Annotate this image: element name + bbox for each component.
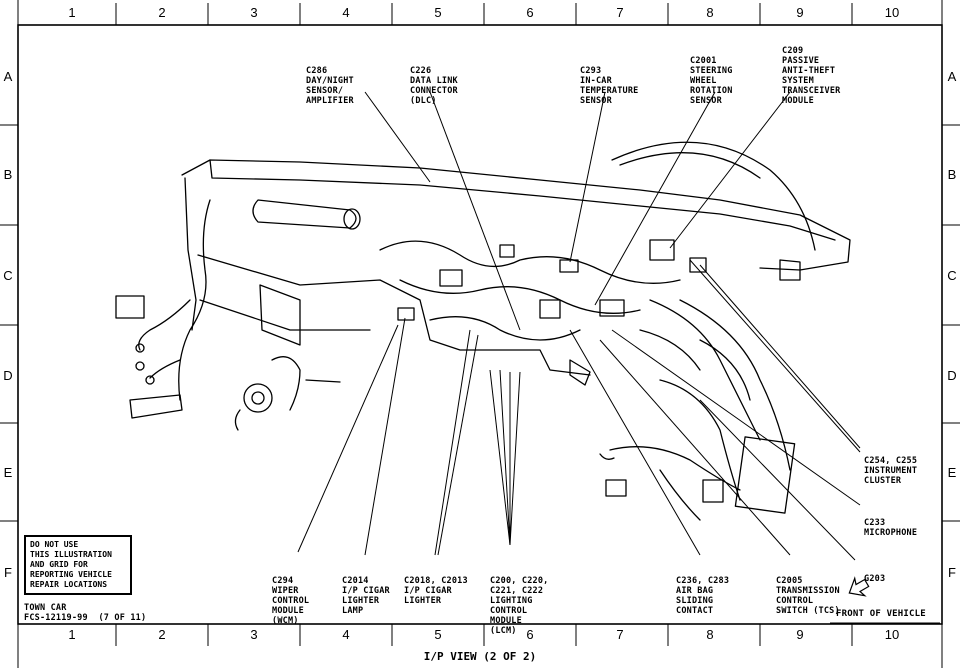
grid-col-label: 3 — [250, 5, 258, 20]
grid-row-label: E — [947, 465, 957, 480]
grid-col-label: 7 — [616, 5, 624, 20]
grid-col-label: 6 — [526, 5, 534, 20]
grid-row-label: B — [3, 167, 13, 182]
callout-g203-ground: G203 — [864, 574, 886, 584]
grid-row-label: F — [948, 565, 956, 580]
grid-row-label: B — [947, 167, 957, 182]
grid-col-label: 4 — [342, 5, 350, 20]
grid-col-label: 9 — [796, 5, 804, 20]
grid-col-label: 2 — [158, 627, 166, 642]
grid-col-label: 5 — [434, 5, 442, 20]
grid-col-label: 1 — [68, 5, 76, 20]
front-arrow-icon — [830, 576, 940, 624]
front-of-vehicle-label: FRONT OF VEHICLE — [836, 609, 926, 619]
view-title: I/P VIEW (2 OF 2) — [423, 650, 537, 663]
grid-col-label: 4 — [342, 627, 350, 642]
warning-box: DO NOT USE THIS ILLUSTRATION AND GRID FO… — [24, 535, 132, 595]
grid-col-label: 6 — [526, 627, 534, 642]
grid-row-label: C — [3, 268, 13, 283]
grid-row-label: D — [3, 368, 13, 383]
grid-row-label: C — [947, 268, 957, 283]
grid-col-label: 10 — [884, 5, 900, 20]
grid-row-label: E — [3, 465, 13, 480]
instrument-panel-illustration — [115, 141, 851, 521]
grid-col-label: 5 — [434, 627, 442, 642]
grid-col-label: 9 — [796, 627, 804, 642]
grid-row-label: A — [3, 69, 13, 84]
grid-row-label: F — [4, 565, 12, 580]
grid-col-label: 3 — [250, 627, 258, 642]
grid-col-label: 10 — [884, 627, 900, 642]
figure-code: FCS-12119-99 (7 OF 11) — [24, 613, 147, 623]
grid-row-label: A — [947, 69, 957, 84]
grid-col-label: 1 — [68, 627, 76, 642]
vehicle-model: TOWN CAR — [24, 603, 67, 613]
grid-col-label: 8 — [706, 627, 714, 642]
grid-col-label: 8 — [706, 5, 714, 20]
grid-col-label: 2 — [158, 5, 166, 20]
grid-col-label: 7 — [616, 627, 624, 642]
leader-lines — [297, 91, 861, 561]
grid-row-label: D — [947, 368, 957, 383]
